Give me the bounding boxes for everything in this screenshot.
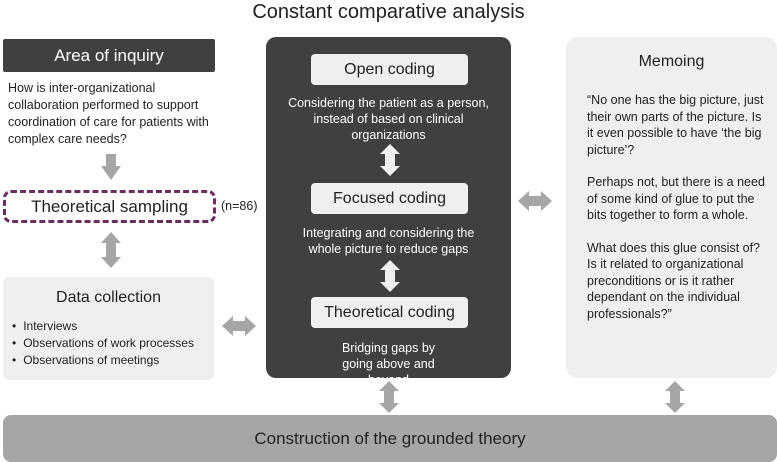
data-collection-list: Interviews Observations of work processe… [12,318,194,369]
memoing-box [566,37,777,378]
grounded-theory-box: Construction of the grounded theory [3,415,777,462]
double-vertical-arrow-icon [380,260,400,292]
sample-size-note: (n=86) [221,199,258,213]
data-collection-heading: Data collection [56,289,161,306]
double-horizontal-arrow-icon [518,191,552,211]
list-item: Observations of work processes [12,335,194,352]
theoretical-coding-box: Theoretical coding [311,297,468,328]
area-of-inquiry-heading: Area of inquiry [3,39,215,72]
focused-coding-description: Integrating and considering the whole pi… [302,226,475,256]
double-vertical-arrow-icon [101,232,121,268]
down-arrow-icon [101,154,121,180]
double-horizontal-arrow-icon [222,316,256,336]
open-coding-box: Open coding [311,54,468,85]
area-of-inquiry-text: How is inter-organizational collaboratio… [8,81,209,146]
memoing-text: “No one has the big picture, just their … [587,92,765,338]
memo-paragraph: What does this glue consist of? Is it re… [587,240,761,321]
double-vertical-arrow-icon [379,381,399,413]
memo-paragraph: “No one has the big picture, just their … [587,93,764,157]
list-item: Interviews [12,318,194,335]
memoing-heading: Memoing [638,53,705,70]
theoretical-sampling-box: Theoretical sampling [3,190,216,223]
memo-paragraph: Perhaps not, but there is a need of some… [587,175,765,222]
list-item: Observations of meetings [12,352,194,369]
focused-coding-box: Focused coding [311,183,468,214]
double-vertical-arrow-icon [665,381,685,413]
open-coding-description: Considering the patient as a person, ins… [288,96,489,142]
double-vertical-arrow-icon [380,144,400,176]
diagram-title: Constant comparative analysis [252,1,525,23]
theoretical-coding-description: Bridging gaps by going above and beyond [341,341,436,387]
